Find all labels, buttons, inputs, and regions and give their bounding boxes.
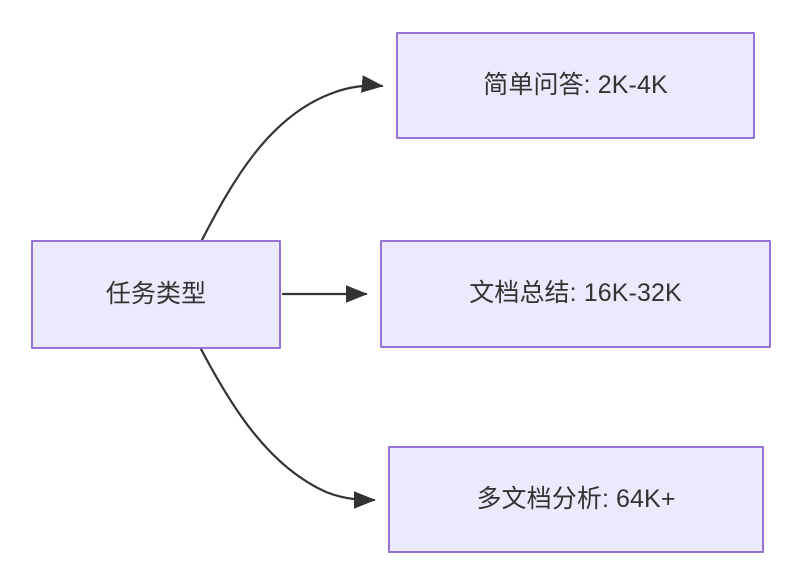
node-root-label: 任务类型 bbox=[105, 279, 207, 308]
node-doc-summary-label: 文档总结: 16K-32K bbox=[469, 279, 682, 308]
node-root-task-type[interactable]: 任务类型 bbox=[31, 240, 281, 349]
edge-root-to-multi-doc bbox=[199, 347, 376, 509]
node-doc-summary[interactable]: 文档总结: 16K-32K bbox=[380, 240, 771, 348]
edge-root-to-simple-qa bbox=[200, 75, 384, 242]
node-multi-doc-analysis[interactable]: 多文档分析: 64K+ bbox=[388, 446, 764, 553]
node-simple-qa[interactable]: 简单问答: 2K-4K bbox=[396, 32, 755, 139]
node-multi-doc-analysis-label: 多文档分析: 64K+ bbox=[476, 484, 676, 513]
node-simple-qa-label: 简单问答: 2K-4K bbox=[483, 70, 668, 99]
